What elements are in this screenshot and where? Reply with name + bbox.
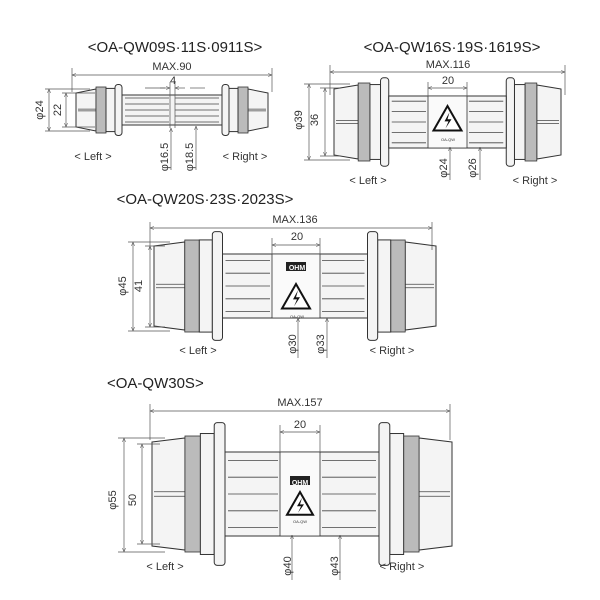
center-dim-label: 20	[442, 75, 454, 87]
product-label-text: OA-QW	[441, 137, 455, 142]
gland-nut	[184, 239, 200, 333]
flange	[114, 84, 123, 136]
right-side-label: < Right >	[223, 151, 268, 163]
flange	[505, 77, 515, 167]
shaft-diameter-1-label: φ24	[438, 158, 450, 177]
right-cable-gland	[404, 241, 437, 331]
outer-diameter-label: φ45	[117, 276, 129, 295]
right-side-label: < Right >	[370, 345, 415, 357]
inner-dimension-label: 36	[309, 114, 321, 126]
flange	[221, 84, 230, 136]
inner-dimension-label: 41	[133, 280, 145, 292]
ohm-logo-background	[286, 262, 306, 271]
left-cable-gland	[153, 241, 186, 331]
shaft-diameter-2-label: φ18.5	[184, 143, 196, 172]
outer-diameter-label: φ24	[34, 100, 46, 119]
model-title: <OA-QW09S·11S·0911S>	[88, 39, 263, 56]
gland-nut	[403, 435, 420, 553]
gland-nut	[390, 239, 406, 333]
shaft-diameter-1-label: φ16.5	[159, 143, 171, 172]
center-dim-label: 4	[170, 75, 176, 87]
inner-dimension-label: 22	[52, 104, 64, 116]
max-length-label: MAX.157	[277, 397, 322, 409]
ohm-logo-background	[290, 476, 310, 485]
gland-nut	[95, 86, 107, 134]
flange	[378, 422, 391, 566]
collar	[105, 87, 116, 133]
product-label-text: OA-QW	[293, 519, 307, 524]
left-side-label: < Left >	[74, 151, 111, 163]
outer-diameter-label: φ39	[293, 110, 305, 129]
lightning-bolt-icon	[444, 112, 452, 129]
right-cable-gland	[418, 437, 453, 551]
collar	[199, 433, 215, 555]
shaft-diameter-1-label: φ40	[282, 556, 294, 575]
connector-body	[151, 422, 453, 566]
center-dim-label: 20	[291, 231, 303, 243]
right-cable-gland	[536, 84, 562, 160]
model-title: <OA-QW20S·23S·2023S>	[117, 191, 294, 208]
right-side-label: < Right >	[380, 561, 425, 573]
left-side-label: < Left >	[349, 175, 386, 187]
inner-dimension-label: 50	[127, 494, 139, 506]
left-cable-gland	[333, 84, 359, 160]
lightning-bolt-icon	[293, 290, 300, 307]
max-length-label: MAX.90	[152, 61, 191, 73]
flange	[367, 231, 379, 341]
flange	[213, 422, 226, 566]
ohm-logo: OHM	[292, 480, 309, 487]
lightning-bolt-icon	[297, 497, 304, 513]
center-dim-label: 20	[294, 419, 306, 431]
connector-body	[153, 231, 437, 341]
flange	[211, 231, 224, 341]
max-length-label: MAX.136	[272, 214, 317, 226]
gland-nut	[184, 435, 201, 553]
gland-nut	[237, 86, 249, 134]
flange	[380, 77, 390, 167]
collar	[198, 239, 213, 333]
outer-diameter-label: φ55	[107, 490, 119, 509]
left-cable-gland	[75, 88, 97, 132]
right-side-label: < Right >	[513, 175, 558, 187]
left-side-label: < Left >	[179, 345, 216, 357]
gland-nut	[357, 82, 371, 162]
collar	[389, 433, 405, 555]
shaft-diameter-2-label: φ43	[329, 556, 341, 575]
collar	[513, 84, 526, 160]
shaft-diameter-1-label: φ30	[287, 334, 299, 353]
collar	[377, 239, 392, 333]
max-length-label: MAX.116	[426, 59, 470, 71]
product-label-text: OA-QW	[290, 314, 304, 319]
collar	[369, 84, 382, 160]
model-title: <OA-QW30S>	[107, 375, 204, 392]
gland-nut	[524, 82, 538, 162]
collar	[228, 87, 239, 133]
shaft-diameter-2-label: φ33	[315, 334, 327, 353]
model-title: <OA-QW16S·19S·1619S>	[364, 39, 541, 56]
left-side-label: < Left >	[146, 561, 183, 573]
ohm-logo: OHM	[289, 265, 306, 272]
right-cable-gland	[247, 88, 269, 132]
connector-body	[75, 84, 269, 136]
shaft-diameter-2-label: φ26	[467, 158, 479, 177]
left-cable-gland	[151, 437, 186, 551]
connector-body	[333, 77, 562, 167]
